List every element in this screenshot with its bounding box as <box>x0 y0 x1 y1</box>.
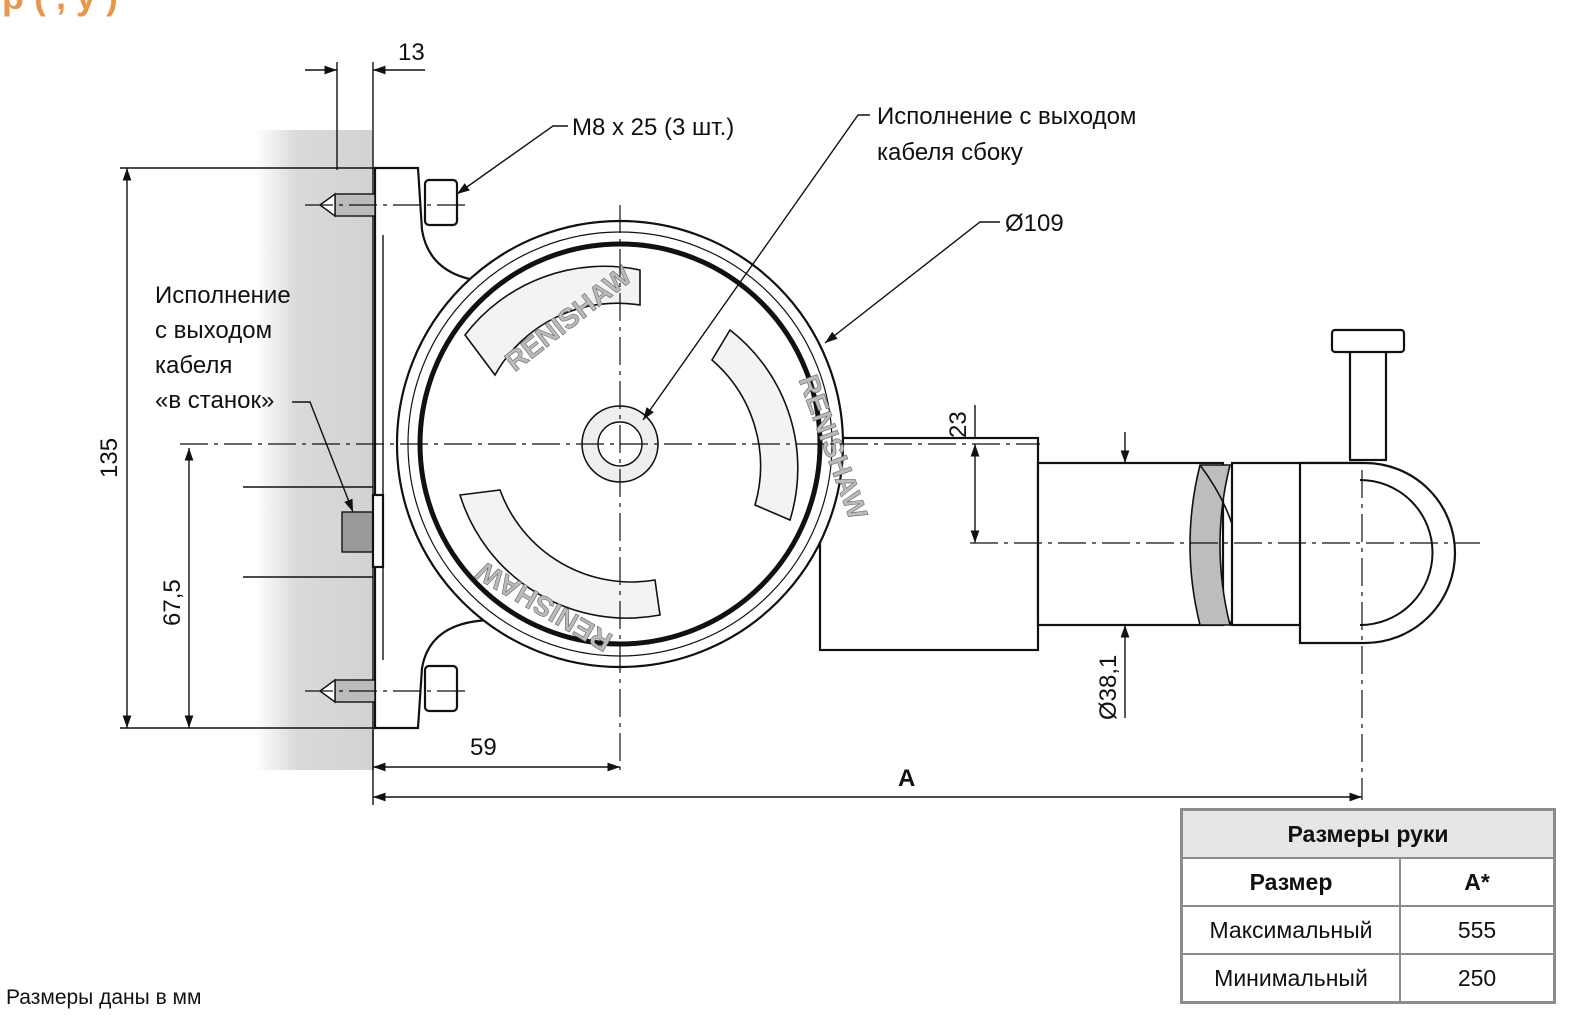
svg-text:M8 x 25 (3 шт.): M8 x 25 (3 шт.) <box>572 114 734 141</box>
note-bolts: M8 x 25 (3 шт.) <box>456 114 734 195</box>
dimension-67-5: 67,5 <box>159 448 194 728</box>
note-side-cable-exit: Исполнение с выходом кабеля сбоку <box>642 103 1136 421</box>
note-machine-cable-exit: Исполнение с выходом кабеля «в станок» <box>155 282 354 513</box>
arm-dimensions-table: Размеры руки Размер A* Максимальный 555 … <box>1180 808 1556 1004</box>
svg-text:Ø109: Ø109 <box>1005 210 1064 237</box>
row-value: 555 <box>1399 905 1556 955</box>
svg-text:Исполнение: Исполнение <box>155 282 291 309</box>
column-header-size: Размер <box>1180 857 1401 907</box>
svg-text:кабеля: кабеля <box>155 352 232 379</box>
svg-text:Ø38,1: Ø38,1 <box>1095 655 1122 720</box>
table-row: Максимальный 555 <box>1180 905 1556 955</box>
cable-connector <box>243 486 385 578</box>
svg-text:Исполнение с выходом: Исполнение с выходом <box>877 103 1136 130</box>
svg-text:кабеля сбоку: кабеля сбоку <box>877 139 1023 166</box>
dimension-diameter-109: Ø109 <box>824 210 1064 344</box>
units-footnote: Размеры даны в мм <box>6 986 202 1009</box>
dimension-59: 59 <box>372 730 620 805</box>
table-title: Размеры руки <box>1180 808 1556 859</box>
svg-text:с выходом: с выходом <box>155 317 272 344</box>
row-label: Минимальный <box>1180 953 1401 1004</box>
svg-text:13: 13 <box>398 39 425 66</box>
dimension-diameter-38-1: Ø38,1 <box>1095 432 1130 720</box>
svg-text:23: 23 <box>945 411 972 438</box>
svg-text:67,5: 67,5 <box>159 579 186 626</box>
dimension-13: 13 <box>305 39 425 170</box>
arm-tube <box>818 328 1457 652</box>
svg-text:A: A <box>898 765 915 792</box>
row-value: 250 <box>1399 953 1556 1004</box>
svg-text:«в станок»: «в станок» <box>155 387 274 414</box>
probe-head: RENISHAW RENISHAW RENISHAW <box>395 219 874 669</box>
machine-wall <box>255 130 373 770</box>
table-row: Минимальный 250 <box>1180 953 1556 1004</box>
dimension-23: 23 <box>845 405 985 543</box>
dimension-a: A <box>373 765 1362 802</box>
dimension-135: 135 <box>96 167 375 729</box>
column-header-a: A* <box>1399 857 1556 907</box>
svg-text:59: 59 <box>470 734 497 761</box>
row-label: Максимальный <box>1180 905 1401 955</box>
svg-text:135: 135 <box>96 438 123 478</box>
section-heading-fragment: p ( , y ) <box>2 0 118 18</box>
